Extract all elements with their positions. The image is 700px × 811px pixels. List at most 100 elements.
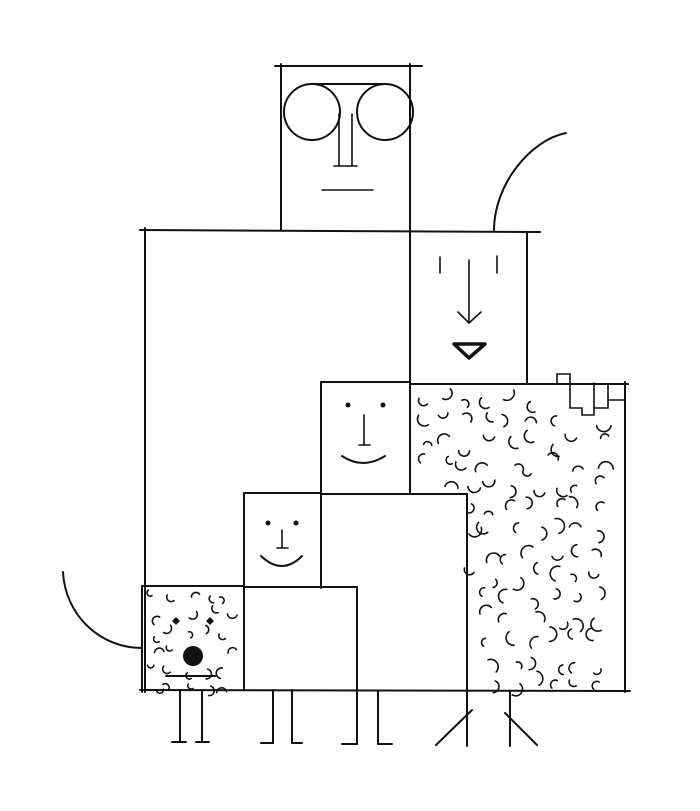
curl-mark [152, 635, 161, 644]
curl-mark [187, 683, 194, 690]
curl-mark [207, 685, 215, 697]
curl-mark [215, 667, 224, 680]
curl-mark [568, 496, 579, 509]
curl-mark [190, 591, 201, 598]
curl-mark [591, 548, 602, 558]
curl-mark [483, 510, 494, 516]
curl-mark [501, 413, 509, 428]
curl-mark [568, 679, 578, 688]
mother-dress-pattern [416, 388, 614, 697]
curl-mark [504, 499, 516, 511]
arrow-nose-icon [457, 259, 482, 325]
curl-mark [417, 397, 429, 407]
curl-mark [541, 526, 548, 541]
curl-mark [568, 522, 582, 528]
curl-mark [467, 503, 475, 514]
curl-mark [151, 615, 161, 626]
curl-mark [468, 526, 483, 538]
curl-mark [599, 433, 610, 440]
curl-mark [569, 484, 578, 493]
curl-mark [205, 668, 213, 680]
curl-mark [492, 680, 500, 694]
curl-mark [523, 429, 535, 444]
curl-mark [482, 434, 496, 442]
curl-mark [512, 576, 525, 591]
curl-mark [444, 480, 459, 490]
curl-mark [457, 449, 471, 457]
dog-nose [183, 646, 203, 666]
curl-mark [571, 465, 584, 472]
curl-mark [478, 586, 486, 598]
curl-mark [226, 613, 238, 620]
curl-mark [187, 630, 194, 639]
curl-mark [165, 594, 175, 603]
curl-mark [597, 460, 614, 470]
curl-mark [497, 588, 508, 604]
curl-mark [572, 617, 584, 633]
curl-mark [481, 479, 496, 488]
curl-mark [548, 626, 558, 643]
curl-mark [463, 567, 475, 576]
curl-mark [211, 604, 219, 614]
curl-mark [592, 668, 602, 676]
curl-mark [162, 624, 173, 635]
curl-mark [505, 630, 515, 647]
curl-mark [558, 621, 569, 631]
curl-mark [499, 553, 507, 565]
curl-mark [551, 555, 564, 561]
legs [171, 689, 538, 747]
curl-mark [567, 628, 574, 640]
curl-mark [596, 529, 605, 544]
curl-mark [585, 627, 594, 642]
curl-mark [146, 589, 153, 597]
curl-mark [162, 682, 170, 691]
dog-fur-pattern [146, 589, 238, 697]
curl-mark [528, 656, 537, 671]
mother-hair [493, 132, 567, 231]
curl-mark [520, 544, 534, 559]
curl-mark [532, 561, 539, 576]
father-figure [139, 63, 541, 693]
curl-mark [512, 522, 520, 534]
curl-mark [553, 588, 561, 600]
curl-mark [570, 543, 579, 558]
mother-figure [409, 132, 629, 697]
curl-mark [188, 610, 199, 620]
curl-mark [478, 397, 490, 410]
curl-mark [508, 435, 519, 450]
curl-mark [536, 670, 544, 687]
curl-mark [485, 412, 494, 423]
curl-mark [461, 412, 473, 423]
curl-mark [554, 517, 566, 535]
curl-mark [529, 635, 539, 649]
curl-mark [422, 440, 433, 447]
curl-mark [445, 455, 454, 466]
curl-mark [205, 624, 210, 635]
curl-mark [564, 433, 578, 442]
curl-mark [547, 451, 560, 461]
curl-mark [461, 398, 470, 409]
curl-mark [588, 571, 600, 579]
curl-mark [590, 617, 603, 632]
curl-mark [550, 415, 558, 427]
curl-mark [570, 573, 578, 583]
dog-tail [62, 571, 143, 649]
curl-mark [436, 433, 451, 445]
curl-mark [511, 682, 524, 697]
curl-mark [480, 637, 487, 648]
mother-mouth [452, 342, 487, 360]
curl-mark [530, 597, 540, 610]
curl-mark [533, 489, 546, 498]
curl-mark [595, 424, 612, 433]
curl-mark [218, 596, 225, 605]
curl-mark [478, 604, 493, 615]
curl-mark [487, 658, 499, 673]
curl-mark [591, 680, 600, 691]
curl-mark [515, 661, 523, 670]
curl-mark [475, 521, 489, 535]
curl-mark [165, 645, 174, 652]
curl-mark [521, 471, 532, 477]
curl-mark [535, 610, 546, 623]
curl-mark [492, 578, 498, 589]
